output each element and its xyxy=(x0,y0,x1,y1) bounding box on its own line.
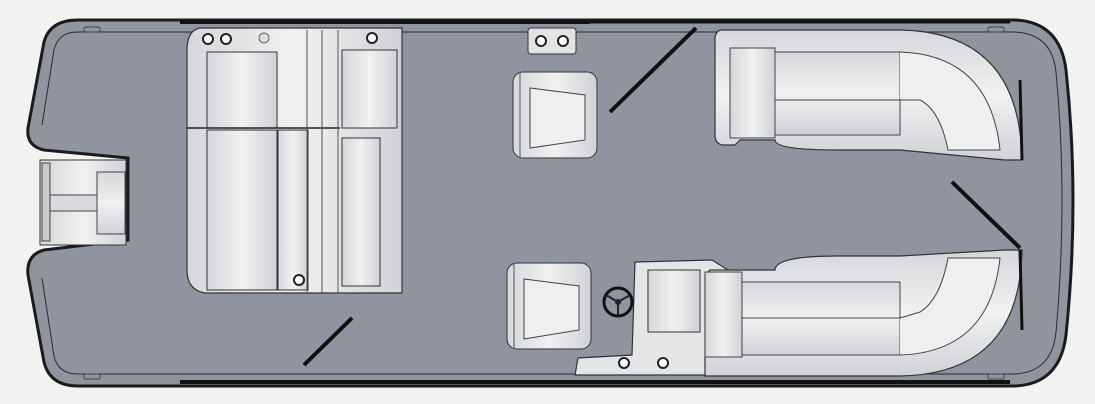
aft-lounge xyxy=(186,27,403,294)
cup-holder-icon xyxy=(220,33,232,45)
stern-swim-platform-seat xyxy=(39,159,127,246)
gate-port-aft[interactable] xyxy=(608,26,698,114)
gate-starboard-aft[interactable] xyxy=(302,316,354,367)
cup-holder-icon xyxy=(293,274,305,286)
helm-console xyxy=(574,259,741,376)
bow-port-couch xyxy=(714,29,1024,161)
cup-holder-pod xyxy=(527,27,577,55)
bow-starboard-couch xyxy=(704,249,1024,377)
starboard-helm-chair xyxy=(506,262,592,350)
cup-holder-icon xyxy=(366,32,378,44)
rail-inner xyxy=(41,31,1063,375)
port-captain-chair xyxy=(512,71,598,159)
cup-holder-icon xyxy=(202,33,214,45)
gate-bow[interactable] xyxy=(950,180,1022,250)
steering-wheel-icon[interactable] xyxy=(602,286,634,318)
cleat-icons xyxy=(83,26,1005,380)
